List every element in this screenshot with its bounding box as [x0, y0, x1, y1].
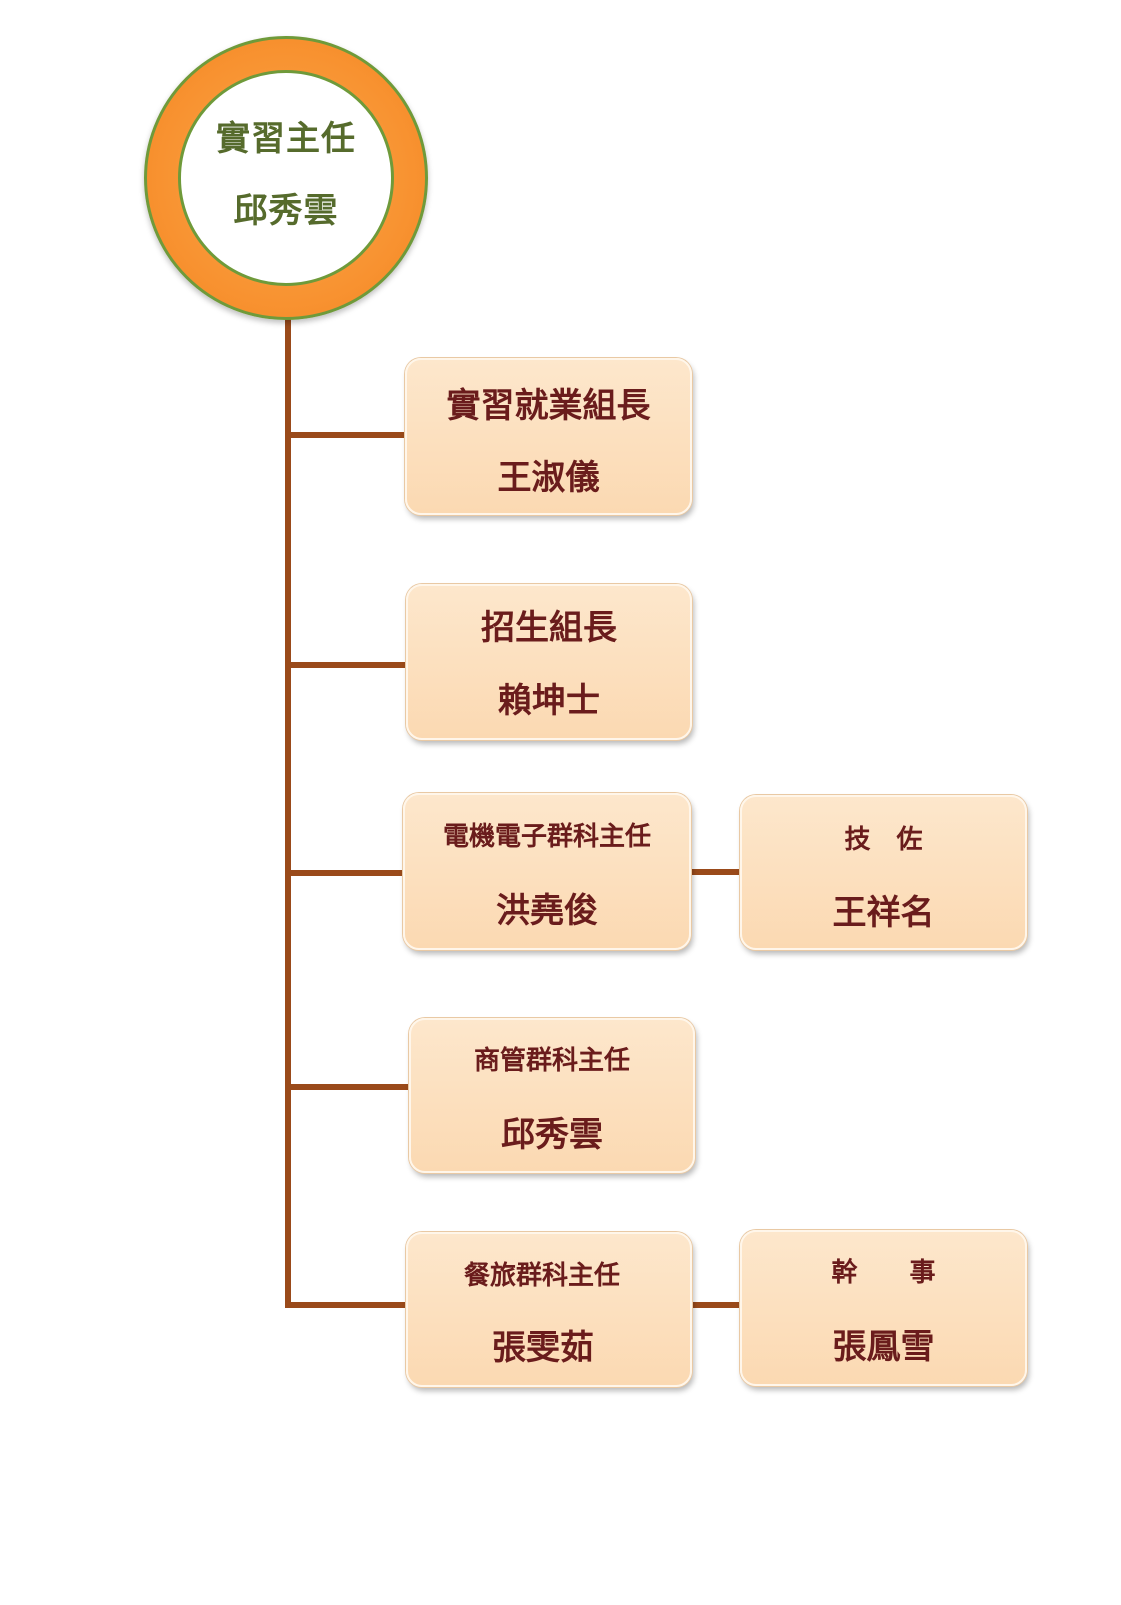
unit-title: 電機電子群科主任 [442, 822, 651, 852]
unit-box-eee: 電機電子群科主任 洪堯俊 [403, 793, 691, 950]
unit-box-business: 商管群科主任 邱秀雲 [409, 1018, 695, 1173]
branch-connector-1 [285, 432, 406, 438]
head-node: 實習主任 邱秀雲 [144, 36, 428, 320]
assistant-title: 技 佐 [844, 825, 923, 855]
head-name: 邱秀雲 [233, 191, 339, 231]
branch-connector-5 [285, 1302, 407, 1308]
unit-name: 王淑儀 [497, 458, 600, 498]
side-connector-hospitality [692, 1302, 740, 1308]
unit-name: 邱秀雲 [501, 1115, 603, 1155]
assistant-box-technician: 技 佐 王祥名 [740, 795, 1027, 950]
unit-title: 商管群科主任 [473, 1046, 630, 1076]
unit-box-hospitality: 餐旅群科主任 張雯茹 [406, 1232, 692, 1387]
unit-name: 洪堯俊 [496, 891, 598, 931]
branch-connector-4 [285, 1084, 410, 1090]
unit-box-employment: 實習就業組長 王淑儀 [405, 358, 692, 515]
branch-connector-2 [285, 662, 407, 668]
head-node-inner: 實習主任 邱秀雲 [178, 70, 394, 286]
side-connector-eee [690, 869, 740, 875]
branch-connector-3 [285, 870, 405, 876]
head-title: 實習主任 [216, 119, 356, 159]
unit-title: 餐旅群科主任 [463, 1261, 620, 1291]
unit-name: 賴坤士 [498, 681, 600, 721]
unit-title: 實習就業組長 [446, 386, 651, 426]
main-vertical-connector [285, 314, 291, 1308]
assistant-name: 王祥名 [832, 893, 935, 933]
unit-name: 張雯茹 [492, 1328, 594, 1368]
assistant-name: 張鳳雪 [832, 1327, 935, 1367]
unit-title: 招生組長 [481, 608, 617, 648]
assistant-title: 幹 事 [831, 1258, 936, 1288]
unit-box-admissions: 招生組長 賴坤士 [406, 584, 692, 740]
assistant-box-officer: 幹 事 張鳳雪 [740, 1230, 1027, 1386]
